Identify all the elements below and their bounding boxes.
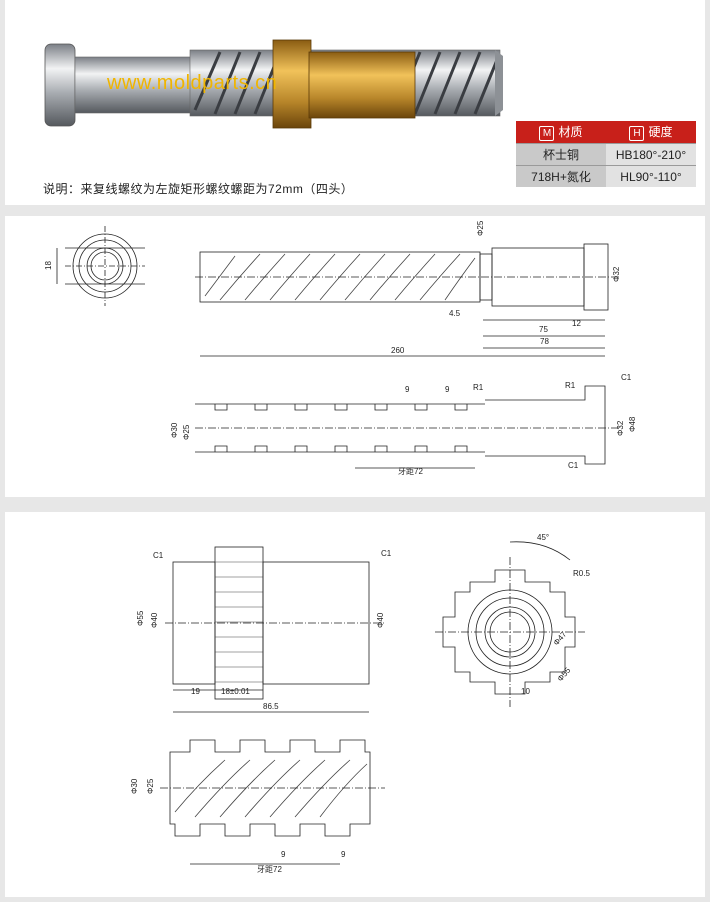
dim-phi40-right: Φ40 [376,612,385,628]
dim-phi55: Φ55 [136,610,145,626]
dim-12: 12 [572,319,581,328]
nut-side-view: C1 C1 Φ55 Φ40 Φ40 19 18±0.01 86.5 [136,546,392,713]
dim-phi32: Φ32 [612,266,621,282]
dim-75: 75 [539,325,548,334]
product-photo [44,39,503,129]
hardness-header-label: 硬度 [648,125,673,140]
dim-phi25: Φ25 [476,220,485,236]
dim-4-5: 4.5 [449,309,461,318]
dim-9-sleeve-left: 9 [281,850,286,859]
dim-flat-18: 18 [44,261,53,270]
dim-phi48: Φ48 [628,416,637,432]
brass-nut-photo [272,39,416,129]
dim-phi30-sleeve: Φ30 [130,778,139,794]
end-view: 18 [44,226,145,306]
dim-phi40-left: Φ40 [150,612,159,628]
core-side-view: Φ25 Φ32 4.5 12 75 78 260 [195,220,621,357]
rifled-core-drawing-panel: 18 Φ25 Φ32 4.5 12 75 78 260 [5,216,705,497]
spec-row: 杯士铜 HB180°-210° [516,143,696,166]
dim-pitch72: 牙距72 [398,467,423,476]
thread-note: 说明：来复线螺纹为左旋矩形螺纹螺距为72mm（四头） [43,182,354,196]
dim-c1-top: C1 [621,373,632,382]
dim-pitch72-sleeve: 牙距72 [257,865,282,874]
dim-phi30: Φ30 [170,422,179,438]
dim-10: 10 [521,687,530,696]
dim-18: 18±0.01 [221,687,250,696]
nut-drawing-panel: C1 C1 Φ55 Φ40 Φ40 19 18±0.01 86.5 45° R0… [5,512,705,897]
dim-9-sleeve-right: 9 [341,850,346,859]
hardness-cell: HB180°-210° [606,143,696,166]
dim-9-left: 9 [405,385,410,394]
dim-phi25-section: Φ25 [182,424,191,440]
dim-r0-5: R0.5 [573,569,590,578]
dim-phi32-section: Φ32 [616,420,625,436]
dim-86-5: 86.5 [263,702,279,711]
product-photo-panel: www.moldparts.cn 说明：来复线螺纹为左旋矩形螺纹螺距为72mm（… [5,0,705,205]
dim-45-deg: 45° [537,533,549,542]
dim-c1-bottom: C1 [568,461,579,470]
watermark: www.moldparts.cn [107,72,278,94]
threaded-sleeve-view: Φ30 Φ25 9 9 牙距72 [130,739,385,874]
hardness-cell: HL90°-110° [606,165,696,187]
spec-row: 718H+氮化 HL90°-110° [516,165,696,187]
material-badge: M [539,125,555,141]
dim-phi25-sleeve: Φ25 [146,778,155,794]
dim-c1-left: C1 [153,551,164,560]
core-section-view: 9 9 R1 R1 C1 C1 Φ30 Φ25 Φ32 Φ48 牙距72 [170,373,637,476]
rifled-core-drawing: 18 Φ25 Φ32 4.5 12 75 78 260 [44,220,637,476]
hardness-badge: H [629,125,645,141]
dim-260: 260 [391,346,405,355]
dim-19: 19 [191,687,200,696]
dim-r1-right: R1 [565,381,576,390]
dim-c1-right: C1 [381,549,392,558]
material-cell: 杯士铜 [516,143,606,166]
dim-r1-left: R1 [473,383,484,392]
material-cell: 718H+氮化 [516,165,606,187]
dim-78: 78 [540,337,549,346]
nut-end-view: 45° R0.5 Φ47 Φ55 10 [435,533,590,707]
nut-drawing: C1 C1 Φ55 Φ40 Φ40 19 18±0.01 86.5 45° R0… [130,533,590,874]
dim-9-right: 9 [445,385,450,394]
dim-phi55-end: Φ55 [556,665,573,683]
material-header-label: 材质 [558,125,583,140]
